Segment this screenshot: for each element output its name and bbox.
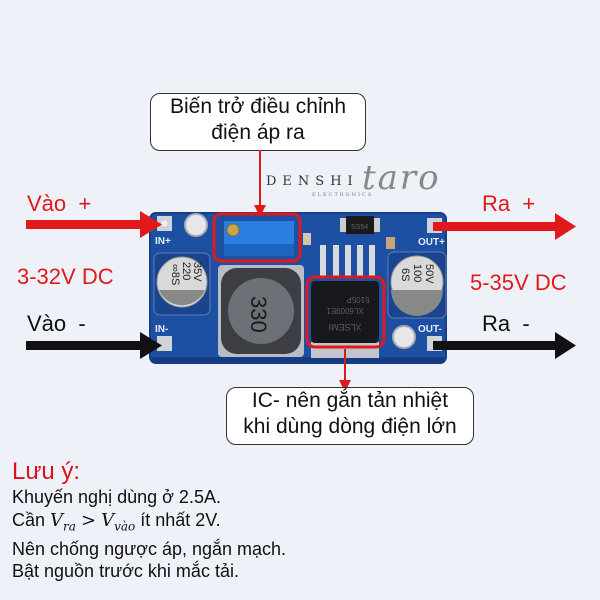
v-out-symbol: Vra — [50, 509, 76, 534]
pin-label-in-minus: IN- — [155, 324, 168, 335]
input-voltage-range: 3-32V DC — [17, 264, 114, 289]
v-letter: V — [50, 509, 64, 531]
potentiometer — [224, 221, 294, 256]
v-out-subscript: ra — [63, 519, 76, 534]
callout-line: điện áp ra — [211, 121, 305, 144]
input-plus-label: Vào + — [27, 191, 92, 216]
potentiometer-callout: Biến trở điều chỉnh điện áp ra — [150, 93, 366, 151]
note-line-voltage: Cần Vra > Vvào ít nhất 2V. — [12, 509, 286, 538]
mounting-hole — [392, 325, 416, 349]
output-cap-marking: 6S — [399, 268, 411, 281]
diode-marking: SS54 — [351, 224, 368, 231]
callout-line: khi dùng dòng điện lớn — [243, 415, 457, 438]
brand-name: DENSHI — [266, 174, 359, 189]
output-minus-label: Ra - — [482, 311, 530, 336]
note-prefix: Cần — [12, 509, 46, 530]
callout-line: Biến trở điều chỉnh — [169, 95, 347, 118]
input-minus-label: Vào - — [27, 311, 86, 336]
input-capacitor — [153, 252, 211, 316]
pin-label-out-plus: OUT+ — [418, 237, 445, 248]
inductor-marking: 330 — [246, 296, 271, 333]
input-cap-marking: ∞8S — [169, 264, 181, 285]
callout-line: IC- nên gắn tản nhiệt — [251, 389, 449, 412]
v-letter: V — [101, 509, 115, 531]
output-minus-arrow — [433, 332, 576, 359]
ic-chip — [311, 281, 379, 343]
v-in-symbol: Vvào — [101, 509, 136, 534]
ic-callout: IC- nên gắn tản nhiệt khi dùng dòng điện… — [226, 387, 474, 445]
output-plus-arrow — [433, 213, 576, 240]
note-line: Khuyến nghị dùng ở 2.5A. — [12, 487, 221, 507]
notes-section: Lưu ý: Khuyến nghị dùng ở 2.5A. Cần Vra … — [12, 458, 286, 583]
output-voltage-range: 5-35V DC — [470, 270, 567, 295]
ic-marking: 5105P — [346, 295, 369, 304]
input-cap-marking: 35V — [191, 262, 203, 282]
brand-logo: DENSHI ELECTRONICS taro — [266, 158, 439, 198]
ic-marking: XLSEMI — [328, 322, 361, 332]
note-line: Bật nguồn trước khi mắc tải. — [12, 561, 239, 582]
ic-legs — [320, 245, 375, 277]
output-cap-marking: 100 — [411, 264, 423, 282]
output-capacitor — [387, 251, 447, 319]
pin-label-out-minus: OUT- — [418, 324, 442, 335]
brand-script: taro — [362, 158, 441, 198]
diode — [340, 216, 380, 234]
greater-than: > — [80, 509, 97, 531]
brand-subtitle: ELECTRONICS — [312, 192, 374, 198]
ic-marking: XL6009E1 — [326, 306, 364, 315]
ic-highlight — [305, 275, 386, 349]
note-line: Nên chống ngược áp, ngắn mạch. — [12, 538, 287, 559]
notes-title: Lưu ý: — [12, 458, 81, 485]
input-minus-arrow — [26, 332, 162, 359]
input-cap-marking: 220 — [180, 262, 192, 280]
pad-in-minus — [157, 336, 172, 351]
mounting-hole — [184, 213, 208, 237]
input-plus-arrow — [26, 211, 162, 238]
v-in-subscript: vào — [114, 519, 136, 534]
output-cap-marking: 50V — [423, 264, 435, 284]
pin-label-in-plus: IN+ — [155, 236, 171, 247]
note-suffix: ít nhất 2V. — [140, 509, 221, 530]
output-plus-label: Ra + — [482, 191, 536, 216]
inductor — [218, 265, 304, 357]
